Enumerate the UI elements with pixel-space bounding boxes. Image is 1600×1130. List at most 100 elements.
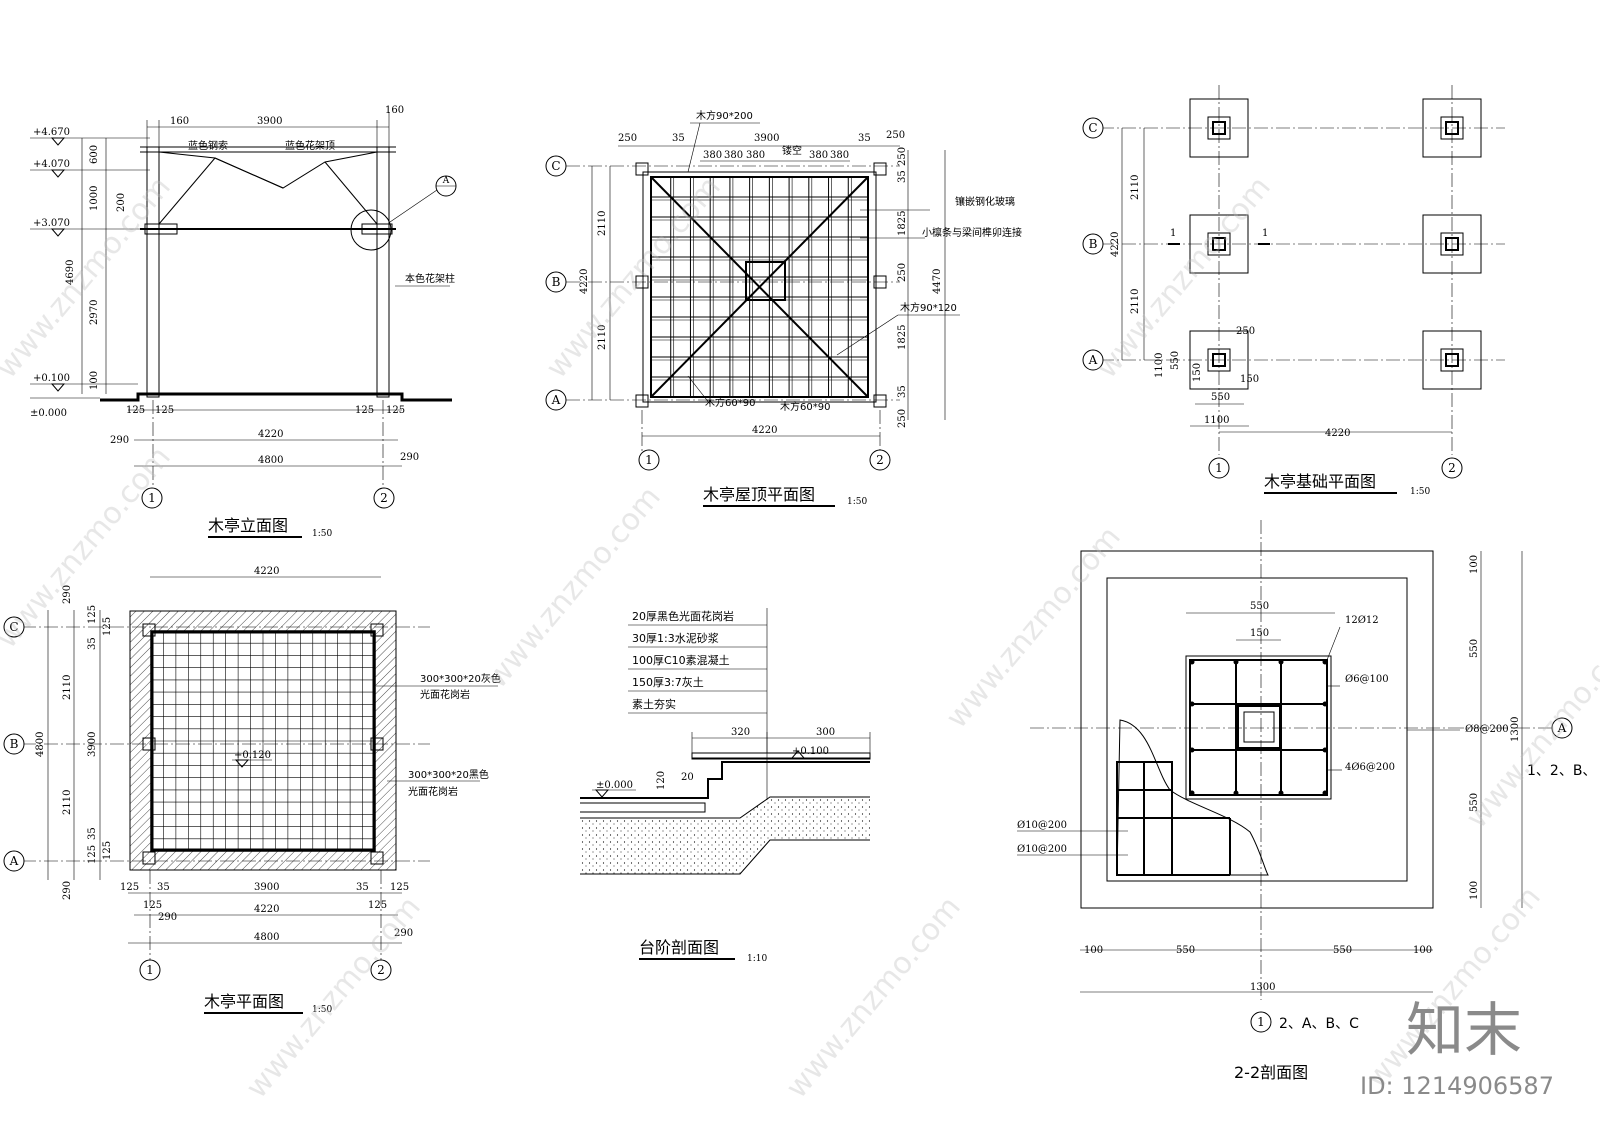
svg-text:4220: 4220 <box>254 566 279 577</box>
dim-elev-top-2: 160 <box>385 105 404 116</box>
svg-text:100: 100 <box>1413 945 1432 956</box>
detail-ref-letter: A <box>442 176 450 186</box>
svg-text:125: 125 <box>143 900 162 911</box>
footing-outer <box>1080 550 1434 909</box>
svg-text:380: 380 <box>703 150 722 161</box>
roof-plan-title: 木亭屋顶平面图 <box>703 485 815 504</box>
dim-elev-left-4: 2970 <box>89 300 100 325</box>
svg-text:290: 290 <box>110 435 129 446</box>
svg-text:380: 380 <box>830 150 849 161</box>
svg-text:125: 125 <box>102 617 113 636</box>
roof-outline <box>650 176 869 398</box>
svg-text:4Ø6@200: 4Ø6@200 <box>1345 762 1395 773</box>
svg-text:C: C <box>1088 121 1097 135</box>
svg-text:1300: 1300 <box>1510 717 1521 742</box>
svg-text:250: 250 <box>886 130 905 141</box>
svg-text:1300: 1300 <box>1250 982 1275 993</box>
axis-bubble-1 <box>141 487 163 509</box>
svg-text:125: 125 <box>355 405 374 416</box>
elevation-title: 木亭立面图 <box>208 516 288 535</box>
svg-text:35: 35 <box>87 637 98 650</box>
svg-text:2: 2 <box>1448 461 1456 475</box>
elevation-scale: 1:50 <box>312 529 332 539</box>
svg-text:1:50: 1:50 <box>312 1005 332 1015</box>
svg-text:550: 550 <box>1176 945 1195 956</box>
svg-text:木方90*200: 木方90*200 <box>696 109 753 122</box>
svg-text:4470: 4470 <box>932 269 943 294</box>
svg-text:100: 100 <box>1084 945 1103 956</box>
section-title: 2-2剖面图 <box>1234 1063 1308 1082</box>
dim-elev-left-1: 1000 <box>89 186 100 211</box>
svg-text:+4.670: +4.670 <box>33 127 70 138</box>
axis-bubble-2 <box>373 487 395 509</box>
svg-text:150: 150 <box>1192 363 1203 382</box>
svg-text:A: A <box>551 393 561 407</box>
svg-text:1100: 1100 <box>1204 415 1229 426</box>
svg-text:4220: 4220 <box>752 425 777 436</box>
svg-text:1: 1 <box>1262 228 1268 239</box>
label-roof-top: 蓝色花架顶 <box>285 139 335 152</box>
svg-text:100: 100 <box>1469 881 1480 900</box>
svg-text:4220: 4220 <box>258 429 283 440</box>
svg-text:35: 35 <box>672 133 685 144</box>
svg-text:125: 125 <box>155 405 174 416</box>
svg-text:125: 125 <box>126 405 145 416</box>
svg-text:4220: 4220 <box>1325 428 1350 439</box>
footing-inner <box>1106 577 1408 882</box>
label-cable: 蓝色钢索 <box>188 139 228 152</box>
svg-text:A: A <box>1557 721 1567 735</box>
svg-text:250: 250 <box>1236 326 1255 337</box>
svg-text:320: 320 <box>731 727 750 738</box>
svg-text:+0.100: +0.100 <box>792 746 829 757</box>
svg-text:A: A <box>9 854 19 868</box>
svg-text:1:10: 1:10 <box>747 954 767 964</box>
svg-text:290: 290 <box>158 912 177 923</box>
svg-text:2: 2 <box>377 963 385 977</box>
dim-elev-top-1: 3900 <box>257 116 282 127</box>
svg-text:4800: 4800 <box>35 732 46 757</box>
svg-text:3900: 3900 <box>87 732 98 757</box>
svg-text:2110: 2110 <box>62 675 73 700</box>
svg-text:www.znzmo.com: www.znzmo.com <box>939 520 1128 735</box>
svg-text:550: 550 <box>1333 945 1352 956</box>
svg-text:120: 120 <box>656 771 667 790</box>
svg-text:12Ø12: 12Ø12 <box>1345 615 1379 626</box>
svg-text:380: 380 <box>809 150 828 161</box>
svg-text:光面花岗岩: 光面花岗岩 <box>420 688 470 701</box>
svg-text:4800: 4800 <box>258 455 283 466</box>
svg-text:小檩条与梁间榫卯连接: 小檩条与梁间榫卯连接 <box>922 226 1022 239</box>
svg-text:C: C <box>551 159 560 173</box>
step-section-title: 台阶剖面图 <box>639 938 719 957</box>
svg-text:150厚3:7灰土: 150厚3:7灰土 <box>632 675 704 689</box>
svg-text:光面花岗岩: 光面花岗岩 <box>408 785 458 798</box>
footings <box>1189 98 1482 390</box>
svg-text:290: 290 <box>62 881 73 900</box>
svg-text:1、2、B、: 1、2、B、 <box>1527 763 1596 779</box>
svg-text:4220: 4220 <box>254 904 279 915</box>
svg-text:35: 35 <box>87 827 98 840</box>
dim-elev-left-0: 600 <box>89 145 100 164</box>
svg-text:150: 150 <box>1240 374 1259 385</box>
svg-text:125: 125 <box>120 882 139 893</box>
svg-text:B: B <box>10 737 19 751</box>
svg-text:2、A、B、C: 2、A、B、C <box>1279 1016 1359 1032</box>
elevation-ground <box>100 392 452 402</box>
svg-text:4220: 4220 <box>1110 232 1121 257</box>
svg-text:镂空: 镂空 <box>782 144 802 157</box>
dim-elev-left-2: 200 <box>116 193 127 212</box>
svg-text:35: 35 <box>157 882 170 893</box>
svg-text:3900: 3900 <box>254 882 279 893</box>
svg-text:+0.100: +0.100 <box>33 373 70 384</box>
svg-text:2110: 2110 <box>1130 175 1141 200</box>
step-profile <box>580 761 870 799</box>
floor-plan-title: 木亭平面图 <box>204 992 284 1011</box>
step-layer-table: 20厚黑色光面花岗岩 30厚1:3水泥砂浆 100厚C10素混凝土 150厚3:… <box>628 609 767 714</box>
svg-text:300: 300 <box>816 727 835 738</box>
svg-text:290: 290 <box>394 928 413 939</box>
dim-elev-left-5: 100 <box>89 371 100 390</box>
svg-text:1:50: 1:50 <box>847 497 867 507</box>
svg-text:20厚黑色光面花岗岩: 20厚黑色光面花岗岩 <box>632 609 734 623</box>
roof-plan-view: C B A 1 2 250 35 3900 35 250 380 380 380… <box>545 109 1022 507</box>
svg-text:±0.000: ±0.000 <box>596 780 633 791</box>
